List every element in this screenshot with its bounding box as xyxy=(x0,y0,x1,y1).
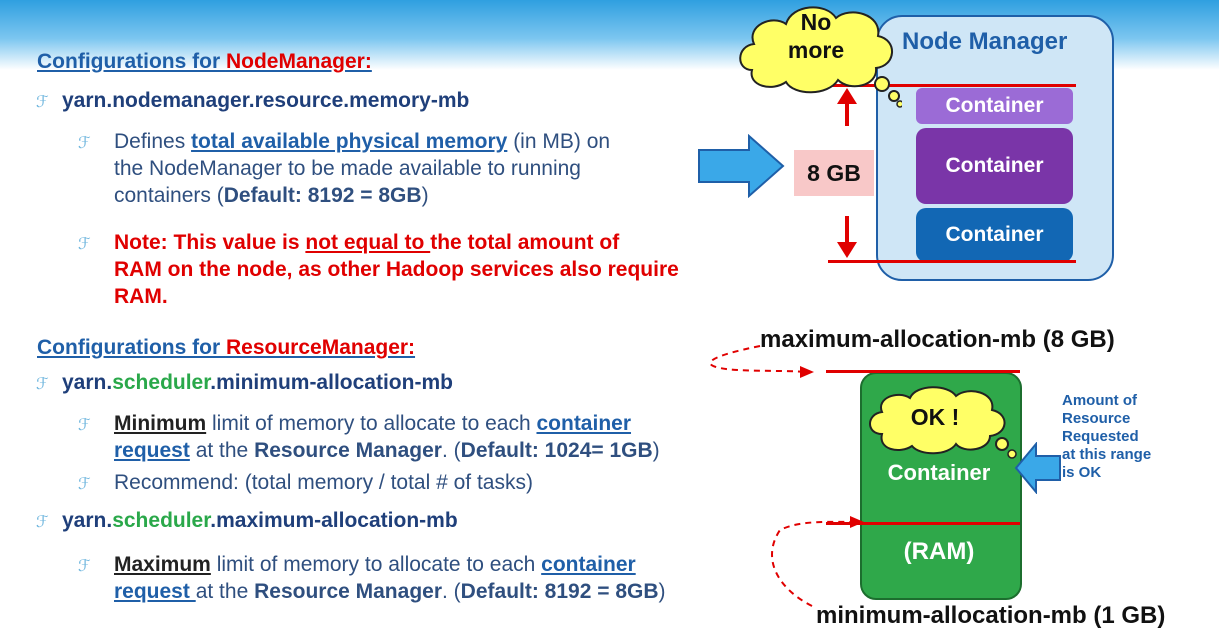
max-allocation-label: maximum-allocation-mb (8 GB) xyxy=(760,326,1115,353)
min-alloc-param: yarn.scheduler.minimum-allocation-mb xyxy=(62,371,453,394)
range-note: Amount of Resource Requested at this ran… xyxy=(1062,392,1152,481)
max-alloc-description: Maximum limit of memory to allocate to e… xyxy=(114,553,666,603)
container-medium: Container xyxy=(916,128,1073,204)
nm-note: Note: This value is not equal to the tot… xyxy=(114,231,679,308)
left-arrow-icon xyxy=(1014,442,1061,494)
container-small: Container xyxy=(916,88,1073,124)
nm-param: yarn.nodemanager.resource.memory-mb xyxy=(62,89,470,112)
max-alloc-param: yarn.scheduler.maximum-allocation-mb xyxy=(62,509,458,532)
cloud-text-no-more: No more xyxy=(787,9,845,63)
ok-cloud-icon xyxy=(869,386,1017,459)
rm-container-label: Container xyxy=(887,460,991,485)
bullet-icon: ℱ xyxy=(78,133,91,152)
bullet-icon: ℱ xyxy=(78,415,91,434)
min-limit-line xyxy=(826,522,1020,525)
bullet-icon: ℱ xyxy=(36,92,49,111)
dashed-arrow-max-icon xyxy=(709,345,814,378)
size-arrows-icon xyxy=(837,88,857,258)
thought-cloud-icon xyxy=(739,6,902,108)
resourcemanager-heading: Configurations for ResourceManager: xyxy=(37,336,416,359)
top-limit-line xyxy=(828,84,1076,87)
max-limit-line xyxy=(826,370,1020,373)
min-alloc-description: Minimum limit of memory to allocate to e… xyxy=(114,412,660,462)
min-allocation-label: minimum-allocation-mb (1 GB) xyxy=(816,602,1166,629)
ram-label: (RAM) xyxy=(903,538,975,565)
bottom-limit-line xyxy=(828,260,1076,263)
nm-description: Defines total available physical memory … xyxy=(114,130,611,207)
size-label: 8 GB xyxy=(794,150,874,196)
bullet-icon: ℱ xyxy=(78,556,91,575)
right-arrow-icon xyxy=(698,134,785,198)
node-manager-title: Node Manager xyxy=(902,28,1068,55)
bullet-icon: ℱ xyxy=(78,234,91,253)
container-blue: Container xyxy=(916,208,1073,262)
ok-cloud-text: OK ! xyxy=(910,404,960,430)
recommend-text: Recommend: (total memory / total # of ta… xyxy=(114,471,533,494)
bullet-icon: ℱ xyxy=(36,374,49,393)
dashed-arrow-min-icon xyxy=(770,516,864,607)
bullet-icon: ℱ xyxy=(78,474,91,493)
nodemanager-heading: Configurations for NodeManager: xyxy=(37,50,372,73)
bullet-icon: ℱ xyxy=(36,512,49,531)
